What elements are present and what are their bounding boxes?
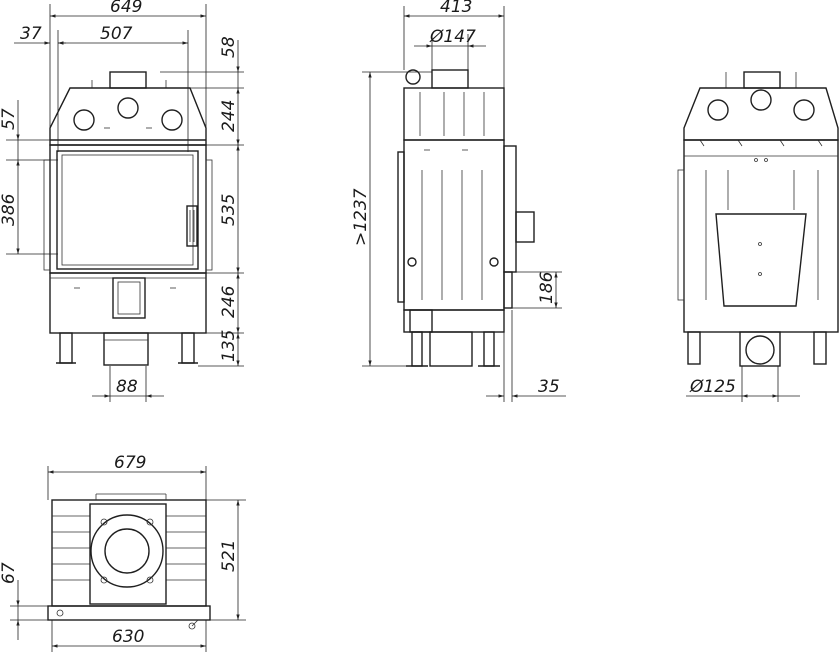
side-view bbox=[397, 69, 535, 367]
back-view bbox=[677, 71, 839, 367]
side-airbox-depth-label: 35 bbox=[538, 377, 560, 397]
side-dimensions: 413 Ø147 >1237 186 35 bbox=[351, 0, 566, 402]
top-front-offset-label: 67 bbox=[0, 562, 19, 584]
side-flue-diameter-label: Ø147 bbox=[429, 27, 476, 47]
front-width-label: 649 bbox=[110, 0, 142, 17]
side-airbox-height-label: 186 bbox=[537, 271, 557, 304]
top-depth-label: 521 bbox=[219, 540, 239, 572]
front-side-small-label: 57 bbox=[0, 108, 19, 130]
front-upper-height-label: 244 bbox=[219, 100, 239, 132]
front-dimensions: 649 37 507 58 244 535 246 135 57 3 bbox=[0, 0, 244, 402]
front-top-offset-label: 58 bbox=[219, 36, 239, 58]
front-lower-height-label: 246 bbox=[219, 285, 239, 318]
side-total-height-label: >1237 bbox=[351, 188, 371, 246]
back-air-inlet-label: Ø125 bbox=[689, 377, 736, 397]
front-leg-height-label: 135 bbox=[219, 330, 239, 362]
top-base-width-label: 630 bbox=[112, 627, 144, 647]
front-leg-width-label: 88 bbox=[116, 377, 138, 397]
side-depth-label: 413 bbox=[440, 0, 472, 17]
top-width-label: 679 bbox=[114, 453, 146, 473]
back-dimensions: Ø125 bbox=[686, 366, 800, 402]
front-view bbox=[43, 71, 213, 366]
front-door-height-label: 535 bbox=[219, 194, 239, 226]
front-offset-label: 37 bbox=[20, 24, 42, 44]
front-opening-width-label: 507 bbox=[100, 24, 133, 44]
top-view bbox=[47, 493, 211, 630]
top-dimensions: 679 521 67 630 bbox=[0, 453, 246, 652]
front-glass-height-label: 386 bbox=[0, 193, 19, 226]
